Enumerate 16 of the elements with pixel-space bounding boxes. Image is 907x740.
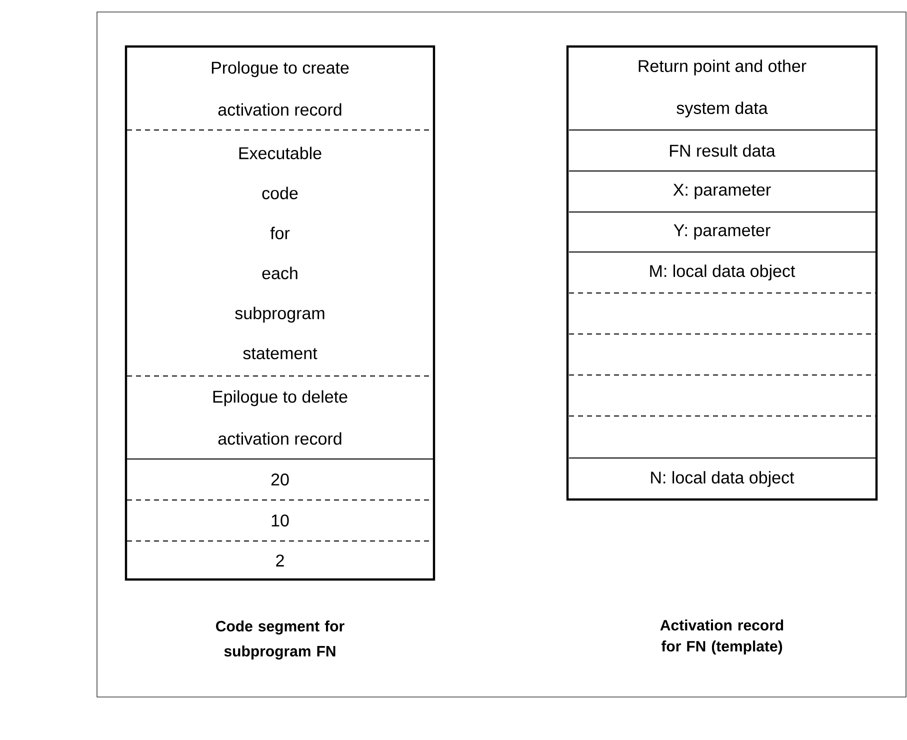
record-cell: N: local data object bbox=[651, 471, 794, 487]
record-cell: Prologue to create activation record bbox=[126, 61, 434, 130]
record-cell: M: local data object bbox=[568, 264, 876, 294]
record-cell: 10 bbox=[126, 514, 434, 542]
record-cell: Executable code for each subprogram statement bbox=[126, 146, 434, 376]
record-cell: X: parameter bbox=[568, 184, 876, 212]
record-cell: 20 bbox=[126, 474, 434, 500]
caption-text: Code segment for subprogram FN bbox=[216, 620, 344, 660]
record-cell: Y: parameter bbox=[568, 224, 876, 252]
memory-stack bbox=[566, 45, 878, 501]
record-cell: FN result data bbox=[568, 144, 876, 172]
record-cell: Return point and other system data bbox=[568, 60, 876, 130]
record-cell: Epilogue to delete activation record bbox=[126, 390, 434, 460]
memory-stack bbox=[124, 45, 436, 581]
record-cell: 2 bbox=[276, 554, 284, 566]
caption-text: Activation record for FN (template) bbox=[660, 620, 784, 654]
